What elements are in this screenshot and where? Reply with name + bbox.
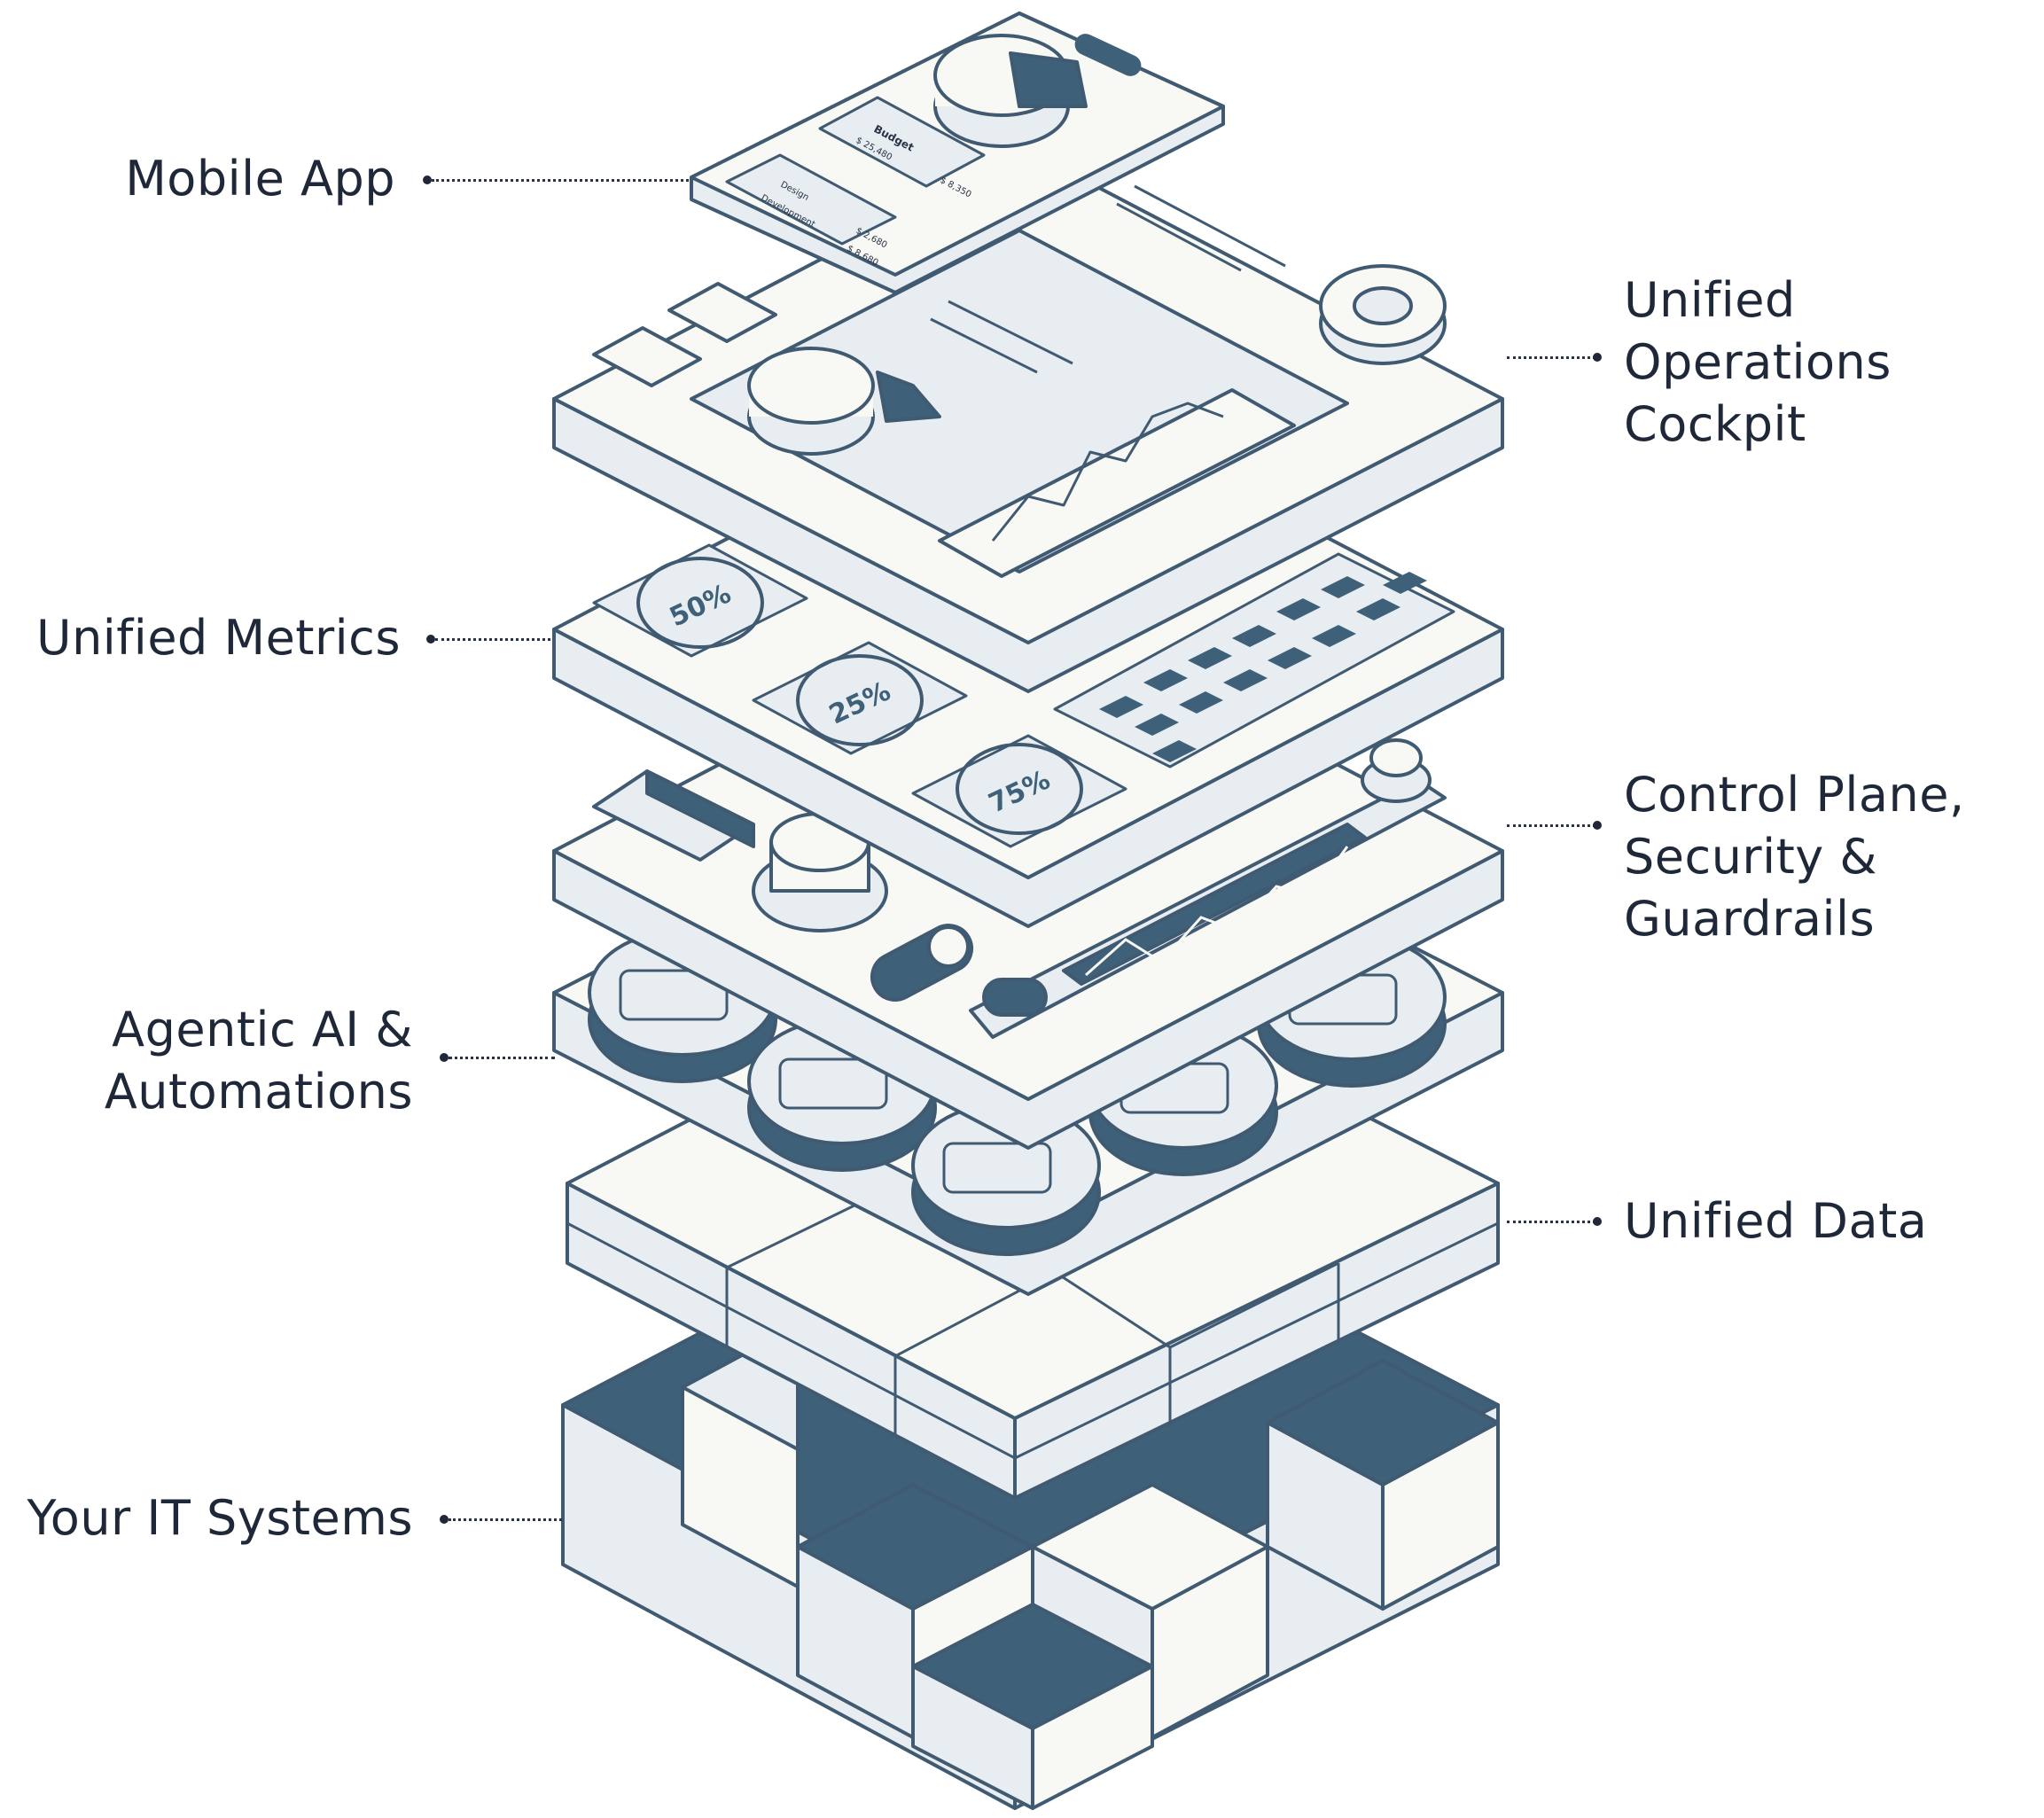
leader-agentic-ai [449,1057,555,1059]
leader-unified-metrics [435,638,550,641]
leader-dot [426,635,435,644]
gauge-card: 75% [911,734,1127,848]
leader-unified-data [1507,1221,1595,1223]
leader-operations-cockpit [1507,356,1595,359]
leader-dot [1593,821,1602,830]
label-operations-cockpit: Unified Operations Cockpit [1624,272,1892,452]
mobile-app-layer: Budget $ 25,480 $ 8,350 Design $ 2,680 D… [690,12,1225,294]
gauge-card: 25% [752,641,968,755]
leader-dot [440,1515,449,1524]
leader-dot [423,176,432,184]
leader-dot [440,1053,449,1062]
leader-dot [1593,353,1602,362]
label-unified-data: Unified Data [1624,1193,1928,1249]
label-mobile-app: Mobile App [125,151,395,207]
leader-mobile-app [432,179,689,182]
gauge-card: 50% [592,543,808,658]
leader-it-systems [449,1518,562,1521]
leader-control-plane [1507,824,1595,827]
heatmap [1053,552,1455,769]
operations-cockpit-layer [552,149,1504,693]
label-it-systems: Your IT Systems [27,1490,413,1546]
leader-dot [1593,1217,1602,1226]
label-unified-metrics: Unified Metrics [36,610,401,666]
label-control-plane: Control Plane, Security & Guardrails [1624,767,1965,947]
label-agentic-ai: Agentic AI & Automations [104,1002,413,1120]
